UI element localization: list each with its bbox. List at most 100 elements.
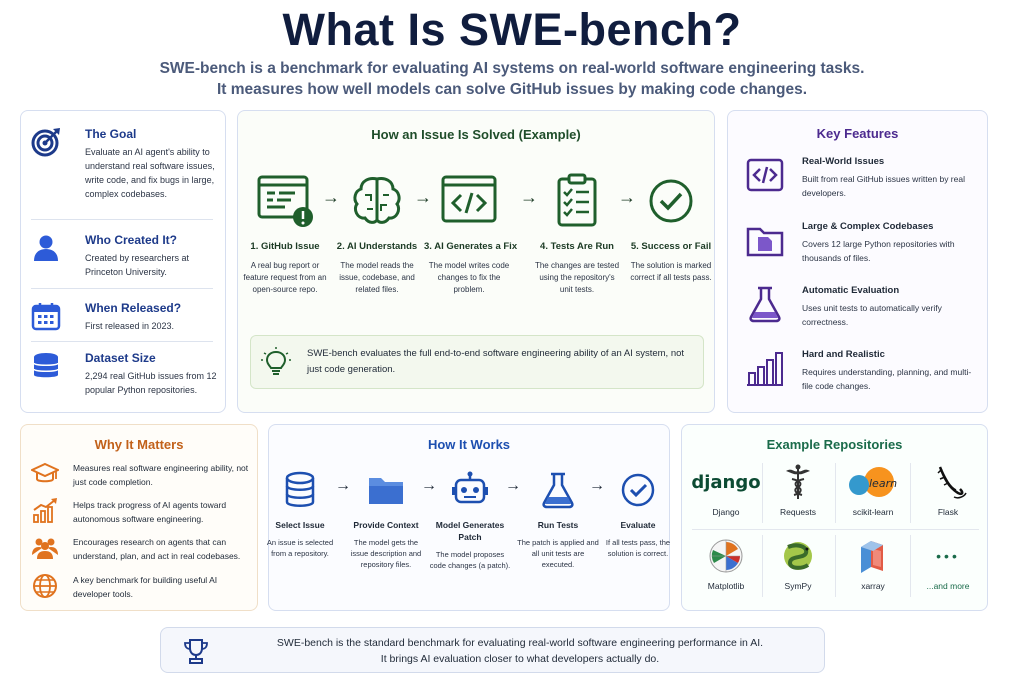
arrow-icon: → [335,477,351,494]
end-to-end-note: SWE-bench evaluates the full end-to-end … [250,335,704,389]
scikit-learn-logo: learn [849,467,897,497]
divider [835,535,836,597]
how-step-4-text: The patch is applied and all unit tests … [517,538,599,569]
check-circle-icon [621,473,655,507]
arrow-icon: → [322,187,340,207]
issue-step-3-title: 3. AI Generates a Fix [424,241,518,252]
page-title: What Is SWE-bench? [282,4,742,55]
django-logo-text: django [691,471,761,493]
how-it-works-panel: How It Works Select Issue An issue is se… [267,424,670,611]
code-icon [746,158,784,192]
how-step-1: Select Issue An issue is selected from a… [259,471,341,559]
creator-heading: Who Created It? [85,233,177,247]
repo-name: Matplotlib [707,581,745,591]
features-panel-title: Key Features [816,126,899,141]
repo-name: Flask [937,507,959,517]
code-window-icon [441,175,497,223]
trend-chart-icon [33,498,57,523]
arrow-icon: → [414,187,432,207]
brain-icon [353,177,401,224]
issue-step-2: 2. AI Understands The model reads the is… [332,171,422,296]
calendar-icon [31,303,61,331]
key-features-panel: Key Features Real-World Issues Built fro… [727,110,988,413]
issue-step-4-title: 4. Tests Are Run [540,241,614,252]
divider [762,463,763,523]
trophy-icon [184,639,208,664]
repo-name: xarray [861,581,885,591]
issue-step-5: 5. Success or Fail The solution is marke… [626,171,716,284]
repo-name: Django [712,507,740,517]
why-it-matters-panel: Why It Matters Measures real software en… [20,424,258,611]
issue-step-1-text: A real bug report or feature request fro… [243,261,327,294]
caduceus-icon [786,464,810,499]
how-panel-title: How It Works [427,437,511,452]
sympy-snake-icon [784,542,812,570]
divider [692,529,979,530]
repos-panel-title: Example Repositories [766,437,903,452]
check-circle-icon [649,179,693,223]
graduation-cap-icon [31,462,59,483]
why-item-2-text: Helps track progress of AI agents toward… [73,500,227,524]
feature-codebases-heading: Large & Complex Codebases [802,221,934,232]
divider [31,288,213,289]
arrow-icon: → [505,477,521,494]
flask-horn-icon [937,466,967,499]
globe-icon [33,574,57,598]
divider [762,535,763,597]
repo-name: SymPy [784,581,812,591]
divider [31,219,213,220]
repo-flask: Flask [912,463,984,517]
scikit-learn-logo-text: learn [869,477,897,490]
how-step-2-text: The model gets the issue description and… [350,538,422,569]
subtitle-line-2: It measures how well models can solve Gi… [216,81,808,98]
lightbulb-icon [261,347,291,375]
creator-text: Created by researchers at Princeton Univ… [85,253,190,277]
flask-icon [749,286,781,323]
robot-icon [452,471,488,504]
overview-panel: The Goal Evaluate an AI agent's ability … [20,110,226,413]
issue-step-3-text: The model writes code changes to fix the… [428,261,510,294]
why-item-4-text: A key benchmark for building useful AI d… [73,575,218,599]
database-icon [285,471,315,507]
more-dots: ••• [936,548,960,564]
dataset-text: 2,294 real GitHub issues from 12 popular… [85,371,217,395]
repo-name: Requests [780,507,816,517]
divider [31,341,213,342]
footer-line-1: SWE-bench is the standard benchmark for … [276,637,764,649]
person-icon [34,235,58,261]
feature-real-world-heading: Real-World Issues [802,156,885,167]
repo-xarray: xarray [837,537,909,591]
example-repositories-panel: Example Repositories django Django Reque… [681,424,988,611]
repo-requests: Requests [762,463,834,517]
divider [835,463,836,523]
how-step-5-text: If all tests pass, the solution is corre… [605,538,671,558]
issue-step-5-title: 5. Success or Fail [630,241,712,252]
folder-icon [746,227,784,257]
checklist-icon [557,173,597,227]
matplotlib-logo [709,539,743,573]
how-step-5-title: Evaluate [620,520,656,530]
how-step-4: Run Tests The patch is applied and all u… [517,471,599,570]
why-item-3-text: Encourages research on agents that can u… [73,537,241,561]
divider [910,535,911,597]
feature-hard-heading: Hard and Realistic [802,349,885,360]
more-dots-icon: ••• [918,537,978,575]
repo-name: scikit-learn [852,507,894,517]
how-step-3-text: The model proposes code changes (a patch… [429,550,511,570]
how-step-4-title: Run Tests [537,520,579,530]
why-panel-title: Why It Matters [94,437,184,452]
how-step-1-text: An issue is selected from a repository. [266,538,334,558]
subtitle-line-1: SWE-bench is a benchmark for evaluating … [159,60,865,77]
repo-django: django Django [690,463,762,518]
footer-line-2: It brings AI evaluation closer to what d… [380,653,660,665]
database-icon [33,353,59,378]
dataset-heading: Dataset Size [85,351,156,365]
end-to-end-note-text: SWE-bench evaluates the full end-to-end … [307,348,685,375]
how-step-2-title: Provide Context [353,520,419,530]
how-step-2: Provide Context The model gets the issue… [345,471,427,570]
issue-solved-panel: How an Issue Is Solved (Example) 1. GitH… [237,110,715,413]
flask-icon [542,472,574,509]
folder-icon [369,478,403,504]
feature-codebases-text: Covers 12 large Python repositories with… [802,239,955,263]
repo-scikit-learn: learn scikit-learn [837,463,909,517]
